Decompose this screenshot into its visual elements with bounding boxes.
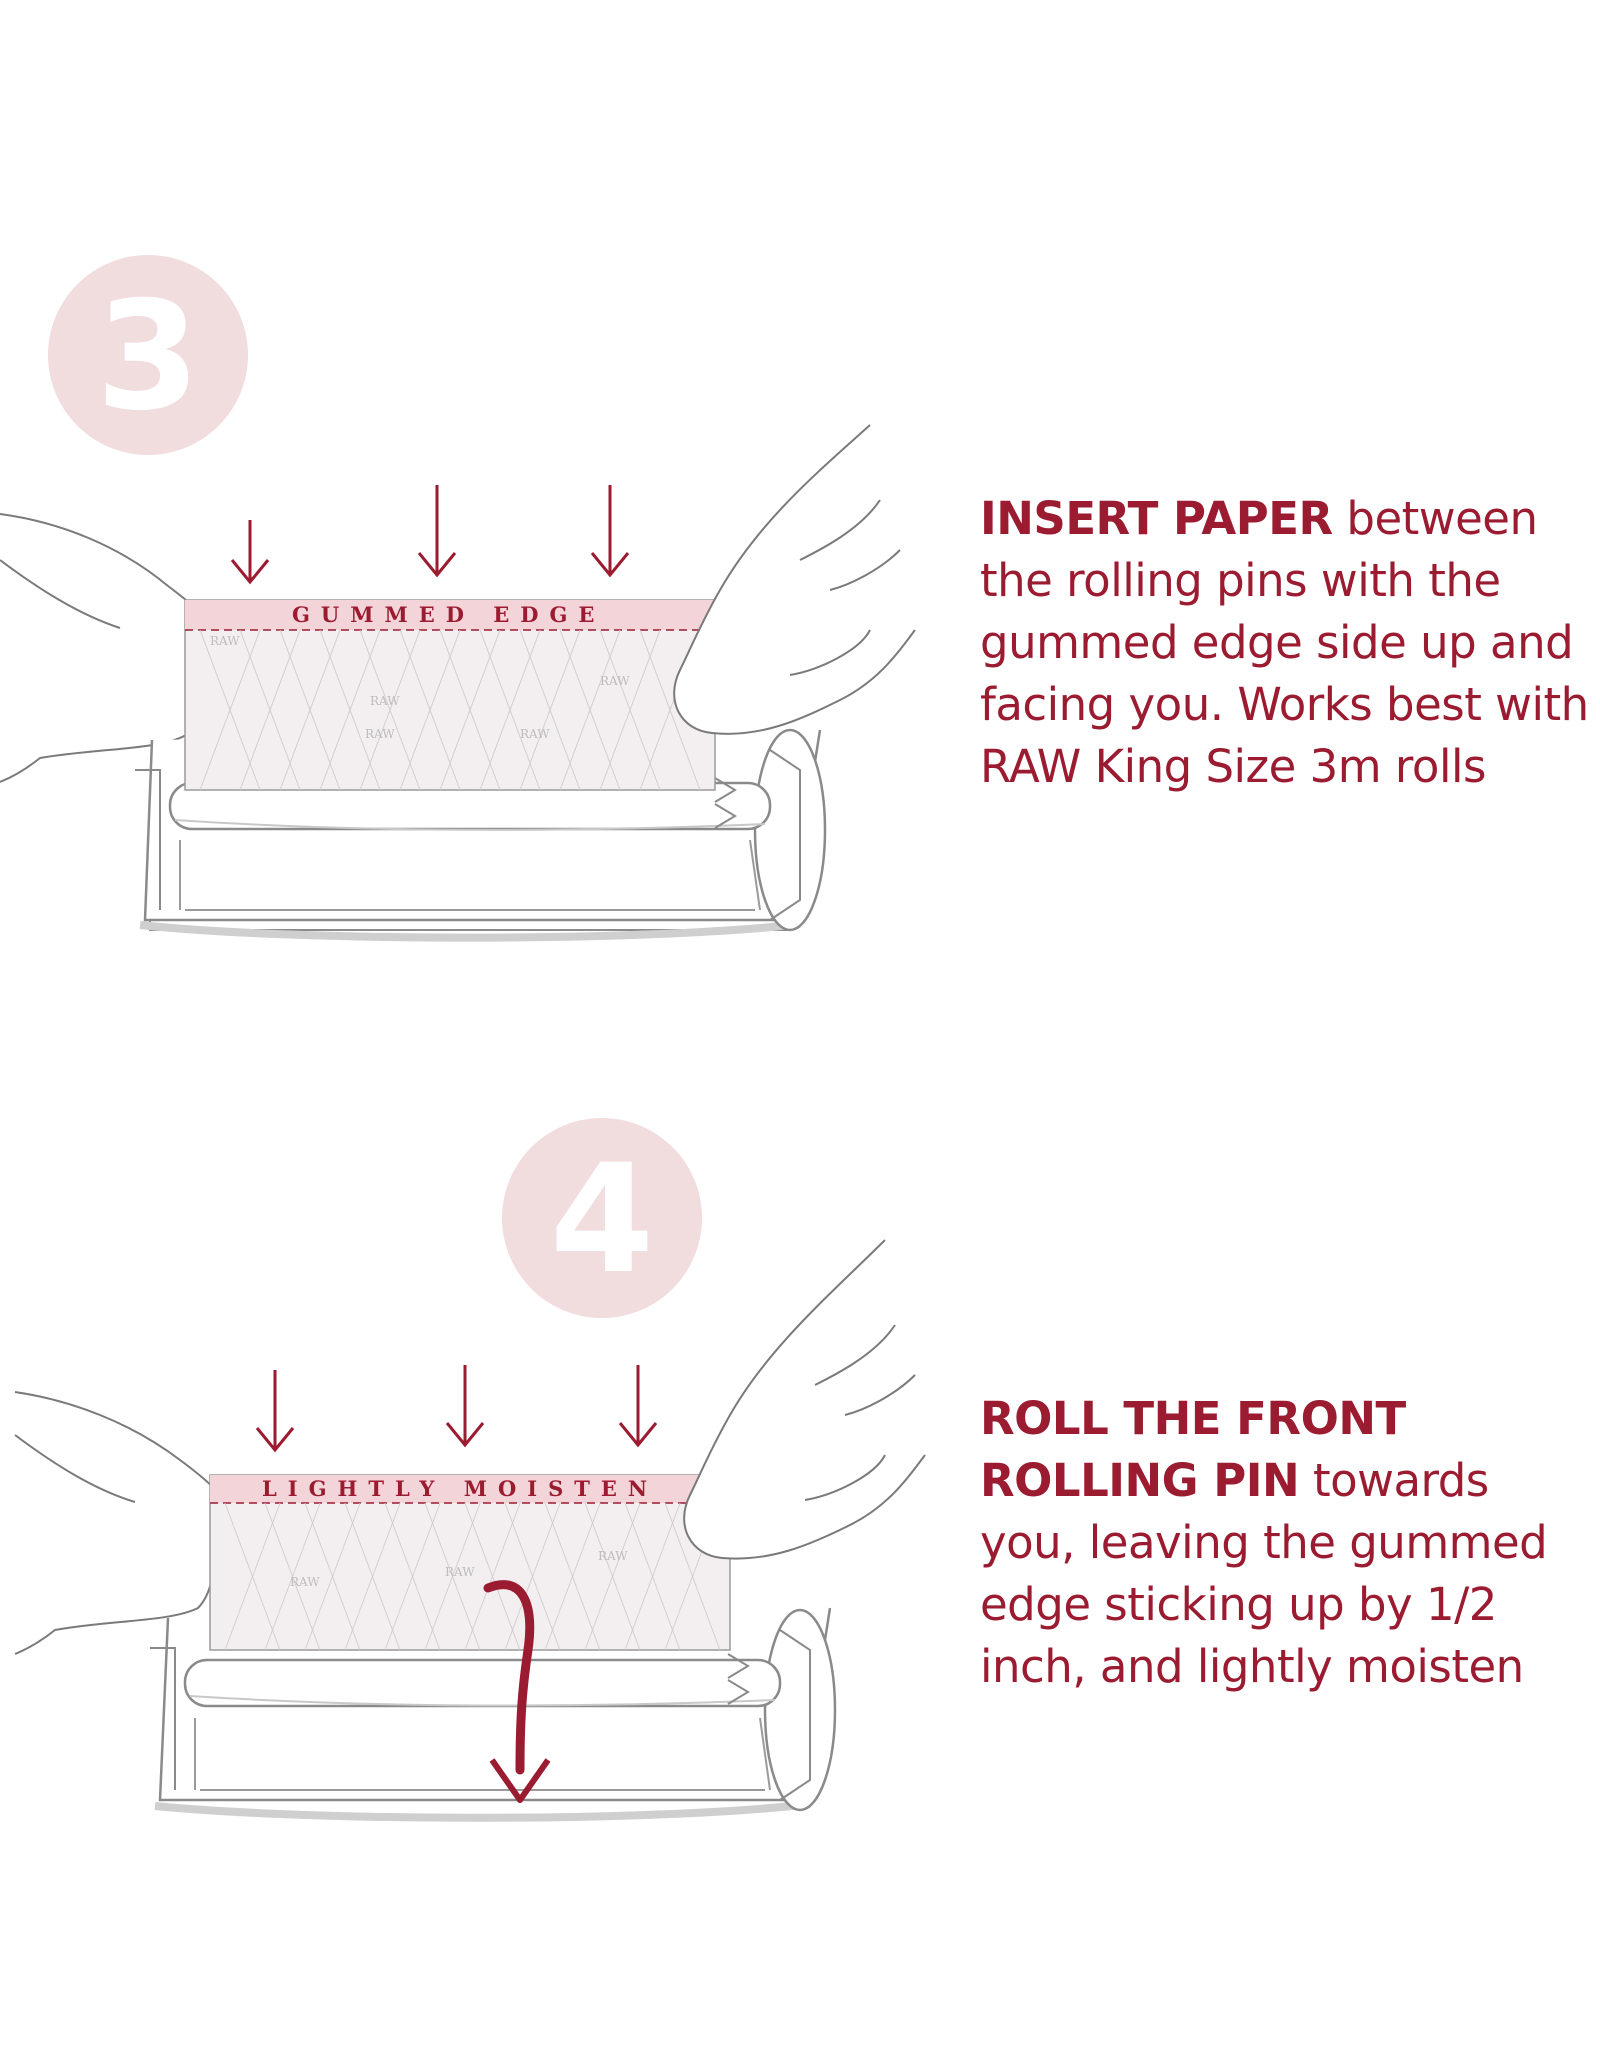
lightly-moisten-label: LIGHTLY MOISTEN xyxy=(262,1476,658,1501)
roll-toward-arrow-icon xyxy=(483,1580,551,1803)
left-finger-icon xyxy=(14,1434,136,1503)
right-hand-icon xyxy=(683,1239,926,1560)
down-arrow-icon xyxy=(255,1370,295,1453)
step-number: 3 xyxy=(96,270,200,444)
step-number-badge: 3 xyxy=(48,255,248,455)
raw-watermark: RAW xyxy=(598,1549,628,1563)
right-finger-icon xyxy=(789,499,901,676)
down-arrow-icon xyxy=(618,1365,658,1448)
paper-pattern xyxy=(224,1502,721,1651)
step-number-badge: 4 xyxy=(502,1118,702,1318)
paper-pattern xyxy=(199,629,701,791)
left-hand-icon xyxy=(14,1391,242,1655)
insert-arrows xyxy=(255,1365,658,1453)
left-finger-icon xyxy=(0,559,121,629)
down-arrow-icon xyxy=(445,1365,485,1448)
right-hand-icon xyxy=(673,424,916,735)
instruction-strong: INSERT PAPER xyxy=(980,492,1333,545)
instruction-text: towards you, leaving the gummed edge sti… xyxy=(980,1454,1548,1693)
raw-watermark: RAW xyxy=(520,727,550,741)
roller-device-icon xyxy=(150,1607,837,1822)
rolling-paper-sheet: RAW RAW RAW RAW RAW GUMMED EDGE xyxy=(184,599,716,791)
down-arrow-icon xyxy=(417,485,457,578)
step-3-instruction: INSERT PAPER between the rolling pins wi… xyxy=(980,488,1590,798)
right-finger-icon xyxy=(804,1324,916,1501)
down-arrow-icon xyxy=(590,485,630,578)
raw-watermark: RAW xyxy=(600,674,630,688)
raw-watermark: RAW xyxy=(210,634,240,648)
gummed-edge-label: GUMMED EDGE xyxy=(292,602,605,627)
step-4-section: 4 RAW RAW RAW xyxy=(0,1118,1600,1910)
step-4-instruction: ROLL THE FRONT ROLLING PIN towards you, … xyxy=(980,1388,1590,1698)
instruction-strong: ROLL THE FRONT ROLLING PIN xyxy=(980,1392,1406,1507)
step-4-illustration: 4 RAW RAW RAW xyxy=(14,1118,926,1822)
raw-watermark: RAW xyxy=(290,1575,320,1589)
raw-watermark: RAW xyxy=(365,727,395,741)
raw-watermark: RAW xyxy=(445,1565,475,1579)
down-arrow-icon xyxy=(230,520,270,585)
instruction-text: between the rolling pins with the gummed… xyxy=(980,492,1589,793)
step-3-section: 3 xyxy=(0,230,1600,1010)
rolling-paper-sheet: RAW RAW RAW LIGHTLY MOISTEN xyxy=(209,1474,731,1651)
raw-watermark: RAW xyxy=(370,694,400,708)
insert-arrows xyxy=(230,485,630,585)
step-3-illustration: 3 xyxy=(0,255,916,942)
step-number: 4 xyxy=(550,1133,654,1307)
